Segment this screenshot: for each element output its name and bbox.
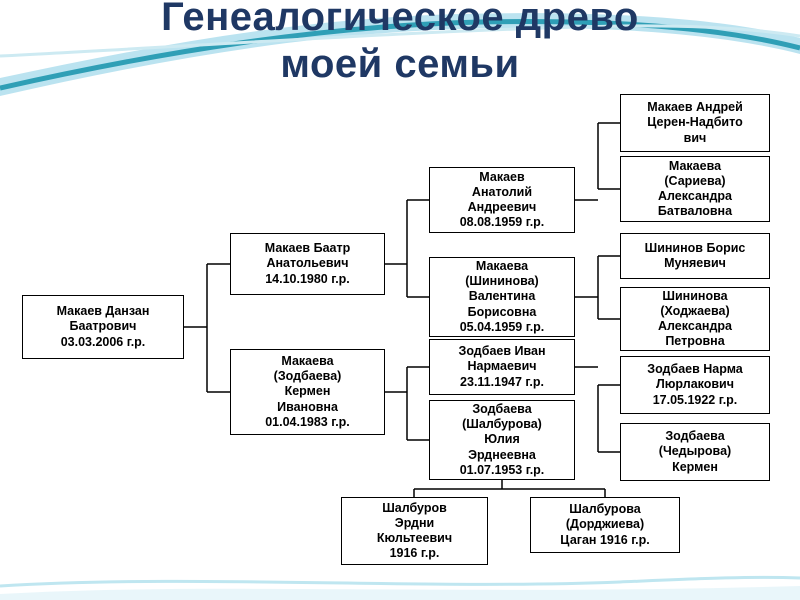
slide-title-line2: моей семьи: [280, 42, 520, 86]
person-box-zodbaeva-yulia: Зодбаева (Шалбурова) Юлия Эрднеевна 01.0…: [429, 400, 575, 480]
bottom-wave-stroke: [0, 575, 800, 588]
person-box-shininova-alexandra: Шининова (Ходжаева) Александра Петровна: [620, 287, 770, 351]
person-box-shininov-boris: Шининов Борис Муняевич: [620, 233, 770, 279]
person-box-makaeva-valentina: Макаева (Шининова) Валентина Борисовна 0…: [429, 257, 575, 337]
slide-title-line1: Генеалогическое древо: [161, 0, 639, 39]
slide-title: Генеалогическое древо моей семьи: [0, 0, 800, 88]
person-box-makaeva-kermen: Макаева (Зодбаева) Кермен Ивановна 01.04…: [230, 349, 385, 435]
bottom-wave-fill: [0, 586, 800, 600]
person-box-makaeva-alexandra-sarieva: Макаева (Сариева) Александра Батваловна: [620, 156, 770, 222]
person-box-zodbaev-ivan: Зодбаев Иван Нармаевич 23.11.1947 г.р.: [429, 339, 575, 395]
person-box-zodbaev-narma: Зодбаев Нарма Люрлакович 17.05.1922 г.р.: [620, 356, 770, 414]
person-box-makaev-andrey: Макаев Андрей Церен-Надбито вич: [620, 94, 770, 152]
person-box-makaev-danzan: Макаев Данзан Баатрович 03.03.2006 г.р.: [22, 295, 184, 359]
bottom-wave-decoration: [0, 575, 800, 600]
person-box-shalburova-tsagan: Шалбурова (Дорджиева) Цаган 1916 г.р.: [530, 497, 680, 553]
person-box-makaev-anatoly: Макаев Анатолий Андреевич 08.08.1959 г.р…: [429, 167, 575, 233]
person-box-shalburov-erdni: Шалбуров Эрдни Кюльтеевич 1916 г.р.: [341, 497, 488, 565]
person-box-makaev-baatr: Макаев Баатр Анатольевич 14.10.1980 г.р.: [230, 233, 385, 295]
person-box-zodbaeva-kermen-chedyrova: Зодбаева (Чедырова) Кермен: [620, 423, 770, 481]
